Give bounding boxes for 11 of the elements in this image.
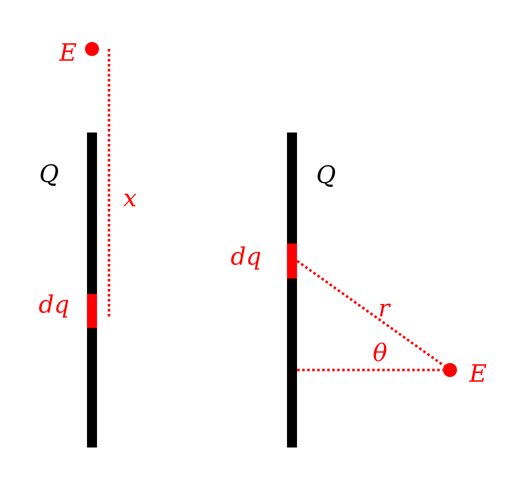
dotted-line (297, 368, 443, 372)
symbol-label: Q (40, 164, 58, 186)
symbol-label: E (468, 364, 486, 382)
dimension-label: x (123, 194, 136, 206)
dotted-line (296, 260, 445, 367)
symbol-label: E (58, 43, 76, 61)
symbol-label: Q (318, 165, 336, 187)
symbol-label: dq (231, 246, 260, 270)
angle-label: θ (374, 342, 386, 362)
edge-label: r (380, 304, 391, 316)
symbol-label: dq (39, 294, 68, 318)
